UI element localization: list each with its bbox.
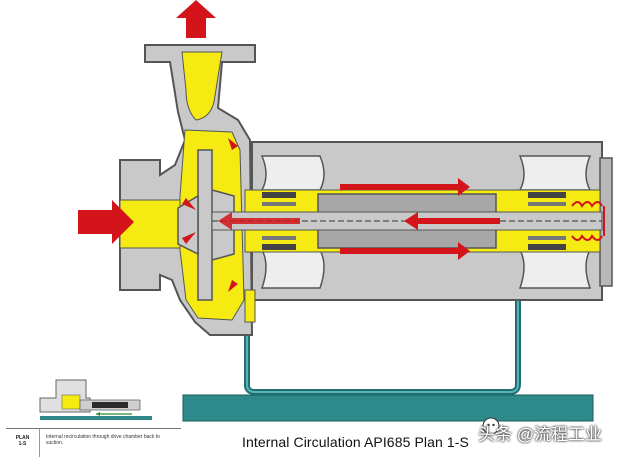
wechat-icon: [482, 417, 500, 435]
stator-winding-top: [260, 155, 325, 191]
watermark-text: 头条 @流程工业: [478, 425, 602, 444]
plan-id-line1: PLAN: [15, 435, 30, 441]
diagram-caption: Internal Circulation API685 Plan 1-S: [242, 434, 469, 450]
return-pipe: [244, 298, 521, 395]
flow-arrows: [78, 0, 500, 292]
plan-thumbnail: [39, 379, 152, 420]
base-plate: [182, 394, 594, 422]
plan-legend-box: PLAN 1-S Internal recirculation through …: [6, 428, 181, 457]
plan-id: PLAN 1-S: [6, 429, 40, 457]
discharge-fluid: [181, 51, 223, 121]
bearings: [262, 192, 566, 250]
plan-id-line2: 1-S: [18, 441, 27, 447]
end-coil: [571, 201, 605, 241]
plan-description: Internal recirculation through drive cha…: [46, 434, 160, 446]
